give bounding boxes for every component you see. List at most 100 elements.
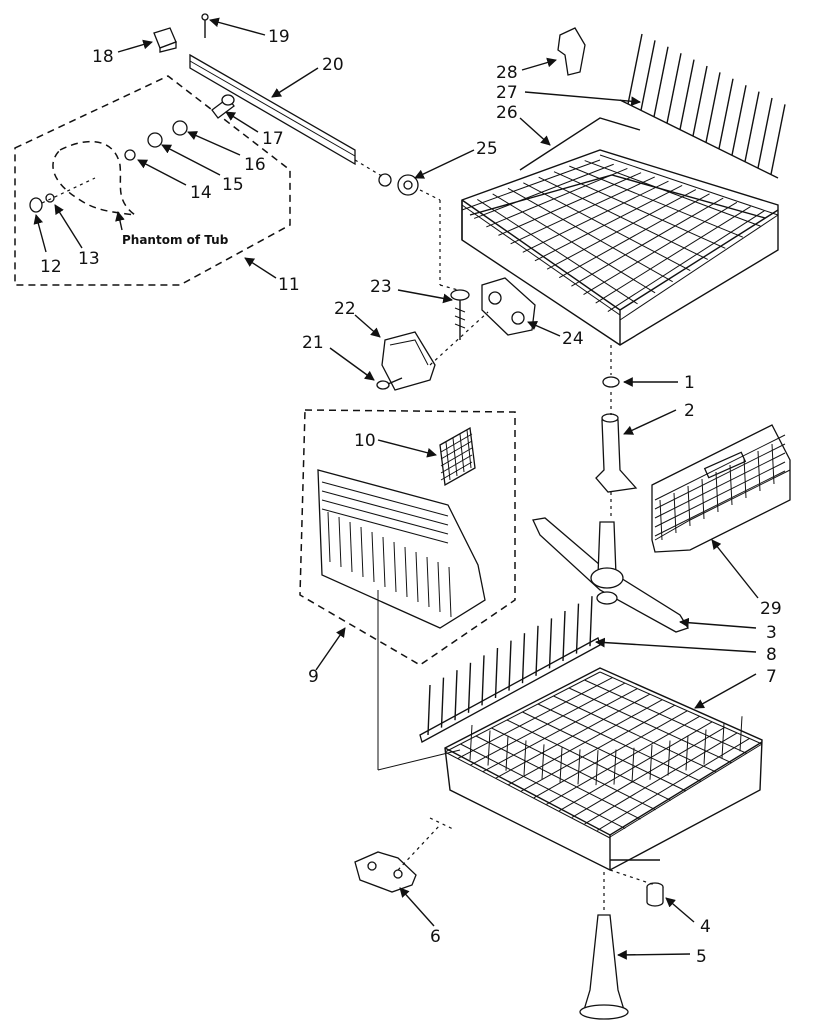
callout-19: 19 — [268, 27, 290, 47]
wire-line — [338, 516, 342, 568]
part-14-washer — [124, 149, 136, 161]
wire-line — [654, 434, 786, 501]
part-7-lower-rack — [444, 667, 763, 871]
callout-18: 18 — [92, 47, 114, 67]
wire-line — [654, 452, 786, 519]
callout-10: 10 — [354, 431, 376, 451]
part-13-washer — [45, 193, 55, 203]
wire-line — [739, 716, 743, 752]
wire-line — [510, 176, 655, 245]
part-1-ring — [602, 376, 620, 388]
wire-line — [599, 154, 779, 216]
part-23-screw — [450, 289, 470, 340]
callout-23: 23 — [370, 277, 392, 297]
callout-25: 25 — [476, 139, 498, 159]
wire-line — [589, 596, 593, 647]
wire-line — [731, 85, 747, 156]
part-25-roller — [378, 173, 419, 196]
wire-line — [523, 182, 691, 271]
wire-line — [584, 160, 761, 227]
wire-line — [522, 180, 669, 253]
callout-24: 24 — [562, 329, 584, 349]
part-3-spray-arm — [532, 517, 689, 633]
wire-line — [562, 610, 566, 662]
wire-line — [718, 78, 734, 149]
tub-mount-group: Phantom of Tub — [14, 75, 291, 286]
part-22-stop — [381, 331, 436, 391]
wire-line — [721, 723, 725, 759]
wire-line — [584, 679, 748, 754]
wire-line — [667, 740, 671, 776]
wire-line — [619, 99, 779, 179]
callout-15: 15 — [222, 175, 244, 195]
wire-line — [508, 640, 512, 691]
callout-2: 2 — [684, 401, 695, 421]
part-10-cover — [439, 426, 476, 487]
wire-line — [654, 470, 786, 537]
callout-4: 4 — [700, 917, 711, 937]
part-18-clip — [153, 27, 177, 53]
wire-line — [654, 443, 786, 510]
wire-line — [404, 546, 408, 598]
wire-line — [654, 461, 786, 528]
callout-17: 17 — [262, 129, 284, 149]
wire-line — [494, 647, 499, 699]
wire-line — [553, 695, 717, 773]
callout-29: 29 — [760, 599, 782, 619]
wire-line — [523, 740, 527, 776]
wire-line — [692, 65, 708, 137]
callout-16: 16 — [244, 155, 266, 175]
callout-21: 21 — [302, 333, 324, 353]
part-27-tine-row — [619, 33, 786, 179]
wire-line — [538, 176, 708, 260]
wire-line — [757, 97, 773, 169]
wire-line — [607, 210, 765, 312]
wire-line — [571, 197, 724, 287]
wire-line — [427, 684, 431, 736]
callout-7: 7 — [766, 667, 777, 687]
wire-line — [440, 447, 473, 467]
wire-line — [393, 541, 397, 593]
part-15-washer — [147, 132, 163, 148]
wire-line — [321, 508, 449, 544]
wire-line — [506, 719, 672, 801]
phantom-of-tub-caption: Phantom of Tub — [122, 233, 229, 247]
wire-line — [492, 193, 656, 294]
wire-line — [469, 724, 473, 761]
part-5-feed-tube — [579, 914, 629, 1020]
wire-line — [360, 526, 364, 578]
wire-line — [640, 40, 656, 111]
part-17-stud — [211, 94, 235, 119]
wire-line — [426, 556, 430, 608]
callout-6: 6 — [430, 927, 441, 947]
part-19-screw — [201, 13, 209, 38]
wire-line — [371, 531, 375, 583]
callout-3: 3 — [766, 623, 777, 643]
part-26-upper-rack — [461, 117, 779, 346]
part-12-nut — [29, 197, 43, 213]
wire-line — [522, 711, 687, 792]
wire-line — [461, 159, 601, 211]
wire-line — [321, 481, 449, 517]
wire-line — [541, 744, 545, 780]
wire-line — [577, 749, 581, 785]
wire-line — [467, 662, 472, 713]
wire-line — [498, 172, 642, 236]
wire-line — [595, 206, 751, 304]
wire-line — [461, 204, 621, 316]
wire-line — [327, 511, 331, 563]
callout-28: 28 — [496, 63, 518, 83]
wire-line — [744, 91, 760, 162]
wire-line — [537, 703, 702, 783]
wire-line — [619, 214, 779, 321]
leader-lines — [33, 17, 759, 960]
wire-line — [649, 744, 653, 780]
wire-line — [595, 750, 599, 786]
wire-line — [631, 747, 635, 783]
wire-line — [575, 603, 580, 654]
wire-line — [440, 440, 473, 460]
wire-line — [627, 33, 643, 105]
wire-line — [477, 199, 638, 305]
callout-9: 9 — [308, 667, 319, 687]
